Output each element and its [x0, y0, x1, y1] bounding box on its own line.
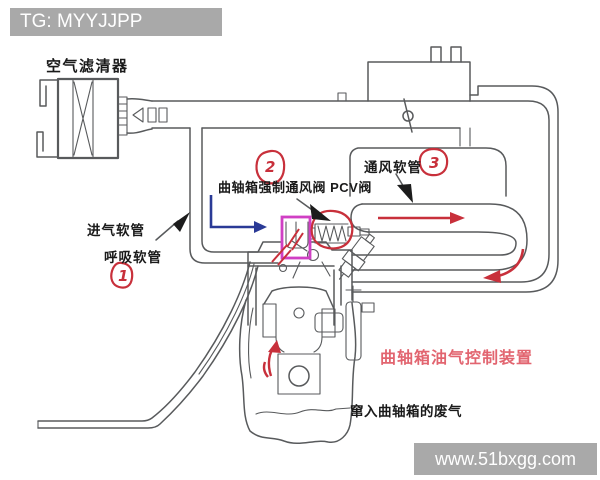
hose-inner-line	[37, 263, 255, 429]
outer-pipe-wall	[351, 85, 559, 293]
plenum-tab	[459, 127, 471, 147]
rod-big-end-box	[277, 353, 321, 395]
bottom-watermark: www.51bxgg.com	[414, 443, 597, 475]
number-2-text: 2	[265, 158, 275, 176]
camshaft	[306, 248, 320, 262]
throttle-shaft	[402, 110, 414, 122]
annotations: 1 2 3	[110, 147, 525, 378]
pcv-valve	[309, 223, 370, 244]
valve-spring-horizontal	[314, 312, 344, 333]
airflow-square-icon	[147, 107, 157, 123]
lower-breather-hose	[37, 261, 259, 429]
blue-flow-arrow	[209, 195, 254, 229]
ventilation-hose	[350, 203, 528, 271]
red-return-arrowhead-icon	[483, 270, 501, 283]
breather-hose-label: 呼吸软管	[104, 250, 162, 265]
intake-callout-arrowhead-icon	[173, 212, 190, 232]
duct-notch	[337, 92, 347, 102]
breather-channel-walls	[189, 127, 279, 264]
valve-train	[314, 285, 375, 361]
pcv-stem	[347, 226, 361, 237]
plug-electrode	[338, 272, 345, 280]
filter-element	[72, 79, 94, 158]
piston-crown	[263, 286, 335, 310]
breather-channel	[189, 127, 279, 264]
piston-pin	[293, 307, 305, 319]
air-cleaner-flange-bottom	[36, 131, 59, 158]
airflow-square-icon	[158, 107, 168, 123]
blowby-gas-label: 窜入曲轴箱的废气	[350, 404, 462, 419]
air-cleaner	[36, 77, 153, 160]
circled-number-3: 3	[418, 147, 449, 177]
vent-hose-outer-wall	[351, 203, 528, 271]
adjuster-bolt	[361, 302, 375, 313]
plenum-notches	[430, 46, 462, 63]
red-flow-arrow-return	[497, 248, 525, 278]
red-scribble-marks	[271, 228, 304, 266]
piston-skirt	[275, 336, 323, 353]
hose-lower-line	[37, 265, 259, 429]
red-circle-1	[110, 261, 134, 289]
circled-number-1: 1	[110, 261, 134, 289]
pcv-callout-arrowhead-icon	[310, 204, 331, 221]
crankcase	[238, 299, 357, 445]
rod-big-end	[288, 365, 310, 387]
circled-number-2: 2	[255, 149, 286, 185]
red-circle-2	[255, 149, 286, 185]
blowby-leader-line	[255, 407, 351, 415]
red-circle-3	[418, 147, 449, 177]
control-device-label: 曲轴箱油气控制装置	[380, 350, 534, 367]
throttle-body	[367, 46, 471, 147]
vent-hose-inner-wall	[351, 231, 517, 256]
plug-insulator	[350, 236, 375, 262]
vent-callout-arrowhead-icon	[397, 184, 413, 203]
valve-gear-lines	[291, 240, 331, 279]
bellows-connector	[117, 96, 128, 136]
duct-flare	[126, 98, 153, 134]
engine	[238, 221, 375, 445]
spark-plug	[338, 233, 375, 280]
pcv-spring	[317, 225, 347, 242]
throttle-plate	[403, 98, 413, 133]
number-3-text: 3	[429, 154, 439, 172]
vent-hose-label: 通风软管	[364, 160, 422, 175]
crankcase-inner-line	[247, 307, 254, 379]
hose-upper-line	[37, 261, 251, 422]
blue-flow-arrowhead-icon	[254, 221, 267, 233]
red-up-arrowhead-icon	[268, 340, 281, 353]
valve-stem	[345, 285, 362, 303]
airflow-triangle-icon	[132, 107, 144, 123]
manifold-pipes	[349, 85, 559, 293]
intake-hose-label: 进气软管	[87, 223, 145, 238]
rocker-pivot	[278, 263, 288, 273]
piston-rings-right	[321, 308, 336, 338]
plug-terminal	[364, 233, 375, 244]
pcv-nipple	[359, 228, 370, 236]
inner-pipe-wall	[351, 100, 550, 283]
piston-rings-left	[262, 303, 277, 338]
number-1-text: 1	[118, 267, 128, 285]
red-flow-arrowhead-icon	[450, 212, 465, 224]
magenta-highlight-box	[280, 215, 312, 260]
air-cleaner-flange-top	[39, 79, 59, 107]
intake-duct	[132, 92, 471, 129]
air-cleaner-box	[56, 77, 120, 160]
plenum-box	[367, 61, 471, 102]
top-watermark: TG: MYYJJPP	[10, 8, 222, 36]
air-cleaner-label: 空气滤清器	[46, 58, 129, 75]
crankcase-outline	[238, 299, 357, 445]
pcv-valve-label: 曲轴箱强制通风阀 PCV阀	[218, 180, 372, 195]
lower-chamber	[349, 147, 507, 197]
piston	[262, 286, 336, 395]
cylinder-head	[247, 241, 353, 301]
